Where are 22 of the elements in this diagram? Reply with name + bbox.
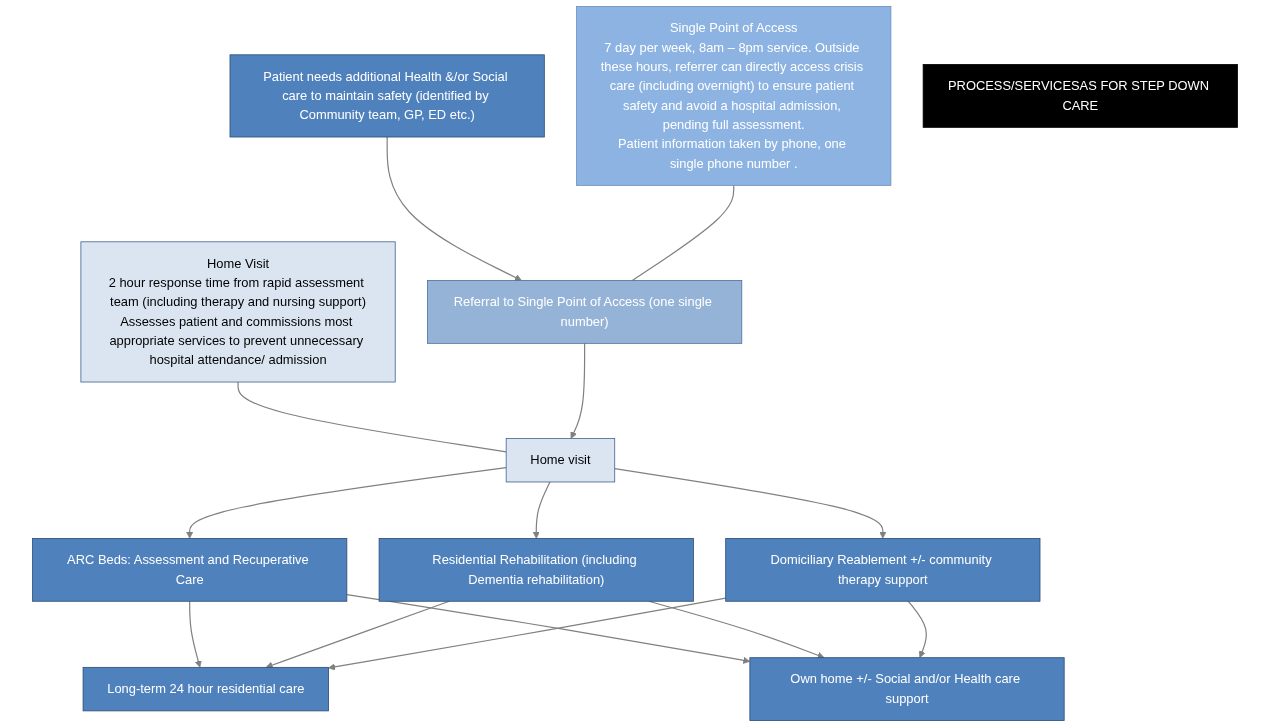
arrow: [614, 468, 887, 539]
node-box: Home Visit 2 hour response time from rapid assessment team (including therapy and nursing support) Assesses patient and commissions most appropriate services to prevent unnecessary hospital attendance/ admission: [80, 241, 396, 383]
node-box: Single Point of Access 7 day per week, 8am – 8pm service. Outside these hours, referrer can directly access crisis care (including overnight) to ensure patient safety and avoid a hospital admission, pending full assessment. Patient information taken by phone, one single phone number .: [576, 6, 892, 186]
node-box: Home visit: [505, 438, 616, 483]
node-box: Domiciliary Reablement +/- community therapy support: [725, 538, 1041, 602]
arrow: [907, 600, 927, 658]
arrow: [189, 600, 202, 668]
node-box: ARC Beds: Assessment and Recuperative Care: [32, 538, 348, 602]
node-box: Residential Rehabilitation (including Dementia rehabilitation): [378, 538, 694, 602]
connector: [237, 381, 507, 453]
node-box: Referral to Single Point of Access (one single number): [427, 280, 743, 344]
arrow: [186, 466, 507, 539]
node-box: Own home +/- Social and/or Health care support: [749, 657, 1065, 721]
arrow: [532, 481, 551, 539]
arrow: [328, 597, 727, 671]
arrow: [570, 342, 586, 439]
node-box: Long-term 24 hour residential care: [82, 666, 329, 712]
arrow: [346, 593, 751, 664]
arrow: [386, 136, 522, 281]
node-box: Patient needs additional Health &/or Social care to maintain safety (identified by Community team, GP, ED etc.): [229, 54, 545, 138]
node-box: PROCESS/SERVICESAS FOR STEP DOWN CARE: [922, 64, 1238, 128]
connector: [631, 184, 735, 282]
